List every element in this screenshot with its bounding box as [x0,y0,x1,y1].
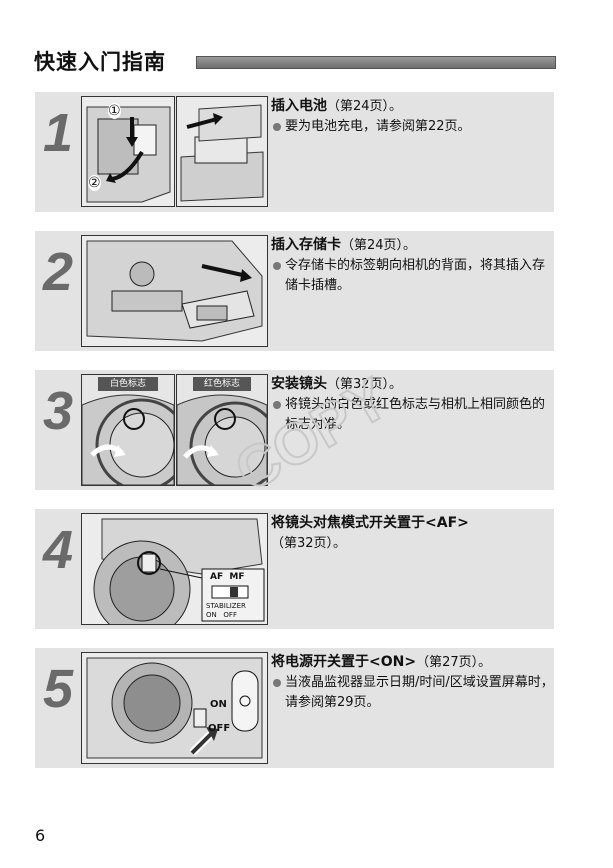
step-title: 将镜头对焦模式开关置于<AF> [271,515,469,531]
off-label: OFF [208,723,231,734]
page-reference: （第24页）。 [341,238,417,253]
battery-door-photo: ① ② [81,96,175,207]
white-mark-illustration [82,375,174,485]
bullet-item: 将镜头的白色或红色标志与相机上相同颜色的标志对准。 [271,395,556,435]
title-bar [196,56,556,69]
step-title: 安装镜头 [271,376,327,392]
step-5-text: 将电源开关置于<ON>（第27页）。 当液晶监视器显示日期/时间/区域设置屏幕时… [271,652,556,713]
stabilizer-label: STABILIZER [206,602,246,610]
red-mark-label: 红色标志 [193,377,251,391]
step-number: 4 [43,520,74,580]
red-mark-photo: 红色标志 [176,374,268,486]
page-reference: （第27页）。 [416,655,492,670]
white-mark-label: 白色标志 [98,377,158,391]
card-insert-photo [81,235,268,347]
power-switch-illustration [82,653,267,763]
step-5: 5 ON OFF 将电源开关置于<ON>（第27页）。 当液晶监视器显示日期/时… [35,648,554,768]
page-number: 6 [35,826,46,845]
step-number: 2 [43,242,74,302]
step-3-text: 安装镜头（第32页）。 将镜头的白色或红色标志与相机上相同颜色的标志对准。 [271,374,556,435]
step-number: 1 [43,103,74,163]
step-title: 将电源开关置于<ON> [271,654,417,670]
card-insert-illustration [82,236,267,346]
white-mark-photo: 白色标志 [81,374,175,486]
bullet-item: 要为电池充电，请参阅第22页。 [271,117,556,137]
af-mf-label: AF MF [210,572,245,582]
step-3: 3 白色标志 红色标志 安装镜头（第32页）。 将镜头的白色或红色标志与相机上相… [35,370,554,490]
step-2: 2 插入存储卡（第24页）。 令存储卡的标签朝向相机的背面，将其插入存储卡插槽。 [35,231,554,351]
page-reference: （第32页）。 [327,377,403,392]
page-reference: （第32页）。 [271,536,347,551]
step-4: 4 AF MF STABILIZER ON OFF 将镜头对焦模式开关置于<AF… [35,509,554,629]
on-off-label: ON OFF [206,611,237,619]
battery-insert-photo [176,96,268,207]
step-1-text: 插入电池（第24页）。 要为电池充电，请参阅第22页。 [271,96,556,137]
lens-switch-photo: AF MF STABILIZER ON OFF [81,513,268,625]
battery-door-illustration [82,97,174,206]
lens-switch-illustration [82,514,267,624]
step-number: 3 [43,381,74,441]
page-reference: （第24页）。 [327,99,403,114]
bullet-item: 令存储卡的标签朝向相机的背面，将其插入存储卡插槽。 [271,256,556,296]
callout-2: ② [88,175,101,191]
callout-1: ① [108,103,121,119]
bullet-item: 当液晶监视器显示日期/时间/区域设置屏幕时，请参阅第29页。 [271,673,556,713]
page-title: 快速入门指南 [34,50,166,74]
power-switch-photo: ON OFF [81,652,268,764]
step-number: 5 [43,659,74,719]
step-title: 插入电池 [271,98,327,114]
battery-insert-illustration [177,97,267,206]
step-2-text: 插入存储卡（第24页）。 令存储卡的标签朝向相机的背面，将其插入存储卡插槽。 [271,235,556,296]
red-mark-illustration [177,375,267,485]
step-4-text: 将镜头对焦模式开关置于<AF> （第32页）。 [271,513,556,554]
step-1: 1 ① ② 插入电池（第24页）。 要为电池充电，请参阅第22页。 [35,92,554,212]
on-label: ON [210,699,227,710]
step-title: 插入存储卡 [271,237,341,253]
